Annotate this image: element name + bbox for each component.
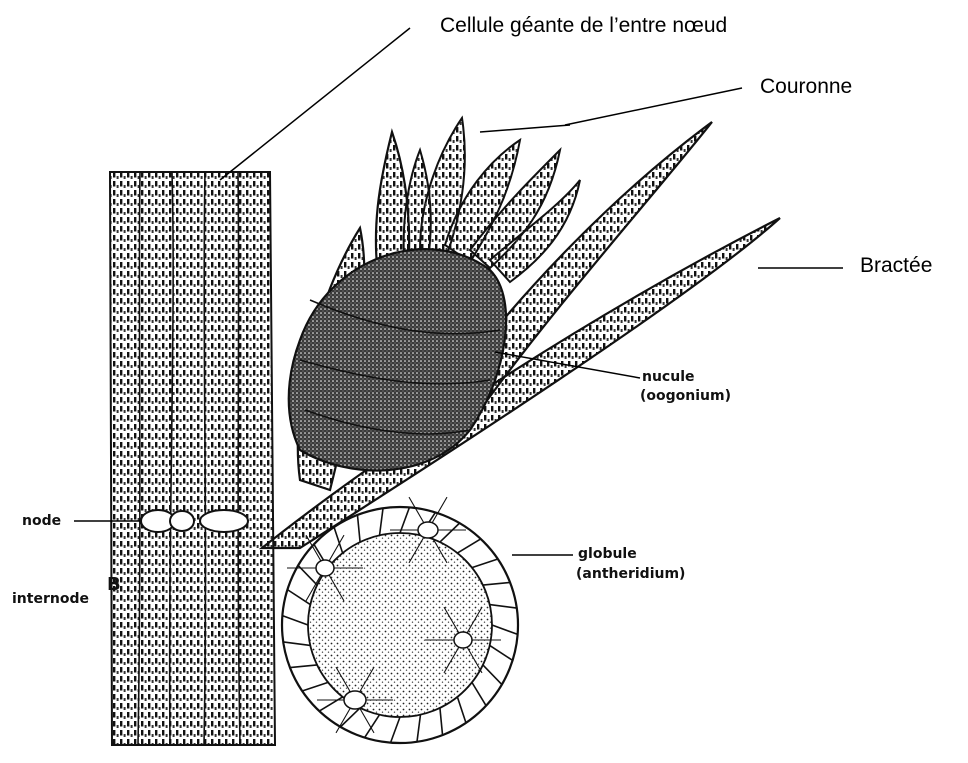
label-globule: globule	[578, 545, 637, 564]
b-marker: B	[107, 574, 121, 595]
leader-couronne	[565, 88, 742, 125]
label-bractee: Bractée	[860, 254, 932, 278]
label-oogonium: (oogonium)	[640, 387, 731, 406]
label-antheridium: (antheridium)	[576, 565, 685, 584]
label-couronne: Couronne	[760, 75, 852, 99]
label-cellule-geante: Cellule géante de l’entre nœud	[440, 14, 727, 38]
leader-cellule	[220, 28, 410, 180]
label-node: node	[22, 512, 61, 531]
leader-couronne-2	[480, 125, 570, 132]
stem	[110, 172, 275, 745]
label-internode: internode	[12, 590, 89, 609]
label-nucule: nucule	[642, 368, 695, 387]
